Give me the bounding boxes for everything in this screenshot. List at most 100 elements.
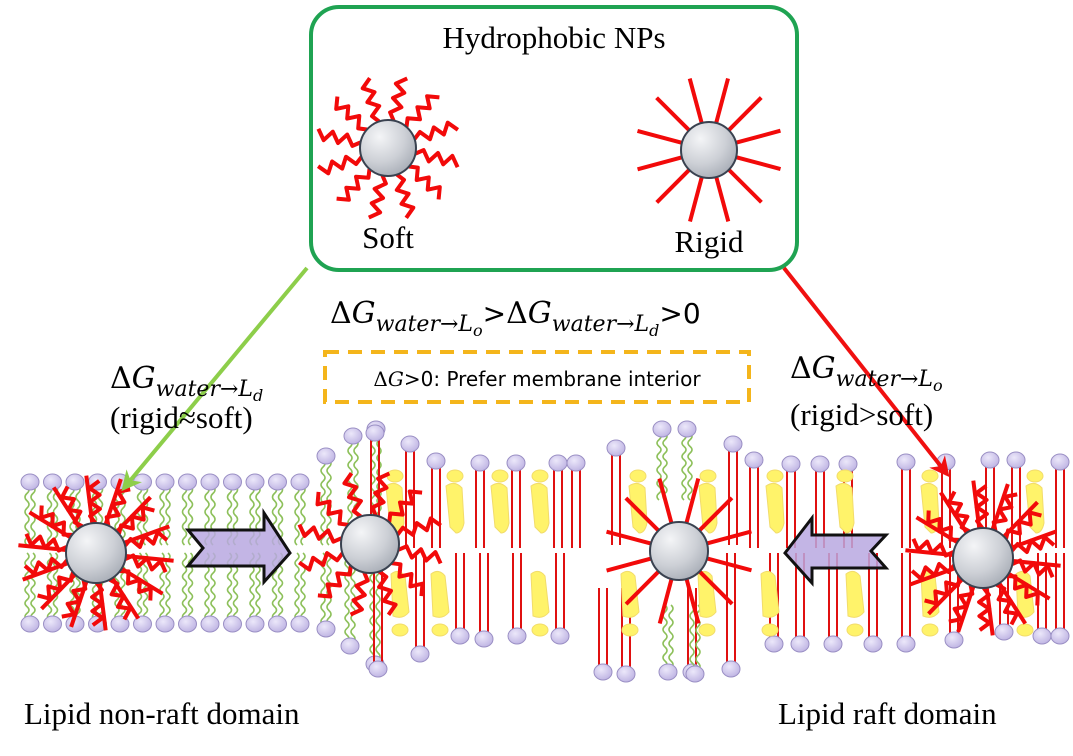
rigid-ligand	[698, 496, 734, 532]
saturated-lipid	[723, 435, 743, 545]
raft-relation: (rigid>soft)	[790, 397, 933, 432]
saturated-lipid	[606, 439, 626, 545]
soft-ligand	[388, 76, 409, 122]
saturated-lipid	[823, 553, 843, 653]
green-arrow	[121, 266, 309, 492]
lipid-head	[340, 637, 360, 655]
rigid-ligand	[655, 96, 691, 132]
box-title: Hydrophobic NPs	[442, 20, 665, 55]
nanoparticle-layer	[18, 76, 1061, 636]
lipid-head	[178, 473, 197, 491]
rigid-ligand	[657, 578, 674, 624]
lipid-head	[507, 627, 527, 645]
callout-border	[323, 350, 751, 404]
lipid-tail	[687, 432, 693, 501]
rigid-ligand	[915, 515, 959, 545]
lipid-head	[1050, 453, 1070, 471]
lipid-head	[896, 453, 916, 471]
cholesterol-head	[386, 469, 404, 483]
saturated-lipid	[507, 553, 527, 645]
cholesterol	[620, 570, 640, 637]
lipid-head	[863, 635, 883, 653]
cholesterol-head	[1016, 623, 1034, 637]
rigid-ligand	[735, 155, 782, 171]
lipid-head	[410, 645, 430, 663]
lipid-head	[368, 660, 388, 678]
eq-sub-1: water→L	[376, 312, 473, 337]
lipid-head	[365, 424, 385, 442]
nonraft-free-energy: ΔGwater→Ld	[110, 361, 263, 405]
lipid-head	[155, 473, 175, 491]
lipid-head	[470, 454, 490, 472]
rigid-ligand	[939, 491, 969, 534]
rigid-ligand	[123, 524, 170, 545]
lipid-tail	[294, 485, 300, 546]
rigid-ligand	[28, 510, 72, 540]
lipid-head	[506, 454, 526, 472]
saturated-lipid	[506, 454, 526, 548]
saturated-lipid	[548, 454, 568, 548]
rigid-ligand	[1002, 500, 1039, 538]
rigid-ligand	[909, 566, 956, 587]
nanoparticle-membrane-nonraft	[18, 475, 174, 631]
soft-ligand	[395, 516, 442, 537]
rigid-ligand	[40, 573, 77, 611]
rigid-ligand	[997, 582, 1027, 625]
lipid-head	[810, 455, 830, 473]
rigid-ligand	[927, 578, 964, 616]
rigid-ligand	[905, 548, 954, 557]
cholesterol-body	[845, 570, 865, 618]
unsaturated-lipid	[20, 552, 40, 633]
lipid-bilayer	[20, 420, 1070, 683]
rigid-ligand	[125, 554, 174, 563]
lipid-head	[268, 473, 287, 491]
rigid-ligand	[624, 496, 660, 532]
lipid-head	[343, 427, 363, 445]
cholesterol-head	[698, 623, 716, 637]
soft-ligand	[315, 491, 349, 527]
soft-ligand	[394, 172, 416, 220]
lipid-head	[65, 473, 85, 491]
lipid-head	[781, 455, 801, 473]
saturated-lipid	[1050, 453, 1070, 548]
saturated-lipid	[410, 553, 430, 663]
cholesterol-body	[490, 482, 510, 534]
soft-ligand	[298, 551, 345, 572]
eq-sub-2-sub: d	[649, 321, 659, 340]
saturated-lipid	[721, 553, 741, 678]
rigid-ligand	[636, 129, 683, 145]
block-arrow-right	[184, 507, 292, 586]
rigid-ligand	[22, 561, 69, 582]
cholesterol-head	[491, 469, 509, 483]
rigid-ligand	[115, 495, 152, 533]
lipid-tail	[165, 552, 171, 621]
lipid-head	[652, 420, 672, 438]
saturated-lipid	[764, 553, 784, 653]
cholesterol-head	[446, 469, 464, 483]
eq-delta-2: Δ	[506, 296, 528, 331]
nanoparticle-core	[649, 521, 709, 581]
lipid-head	[268, 615, 287, 633]
lipid-head	[896, 635, 916, 653]
lipid-head	[316, 447, 336, 465]
rigid-ligand	[110, 577, 140, 620]
lipid-head	[200, 615, 220, 633]
eq-sub-1-sub: o	[473, 321, 483, 340]
nonraft-sub-sub: d	[253, 386, 263, 405]
lipid-head	[744, 451, 764, 469]
lipid-head	[593, 663, 613, 681]
nanoparticle-top-soft	[316, 76, 460, 220]
rigid-ligand	[956, 585, 976, 633]
rigid-ligand	[727, 96, 763, 132]
saturated-lipid	[566, 454, 586, 548]
rigid-ligand	[971, 480, 982, 529]
soft-ligand	[404, 94, 440, 128]
rigid-ligand	[684, 578, 701, 624]
lipid-head	[200, 473, 220, 491]
lipid-head	[721, 660, 741, 678]
cholesterol	[698, 469, 718, 534]
nanoparticle-membrane-boundary-soft	[297, 471, 443, 617]
lipid-head	[43, 615, 62, 633]
rigid-ligand	[688, 176, 704, 223]
